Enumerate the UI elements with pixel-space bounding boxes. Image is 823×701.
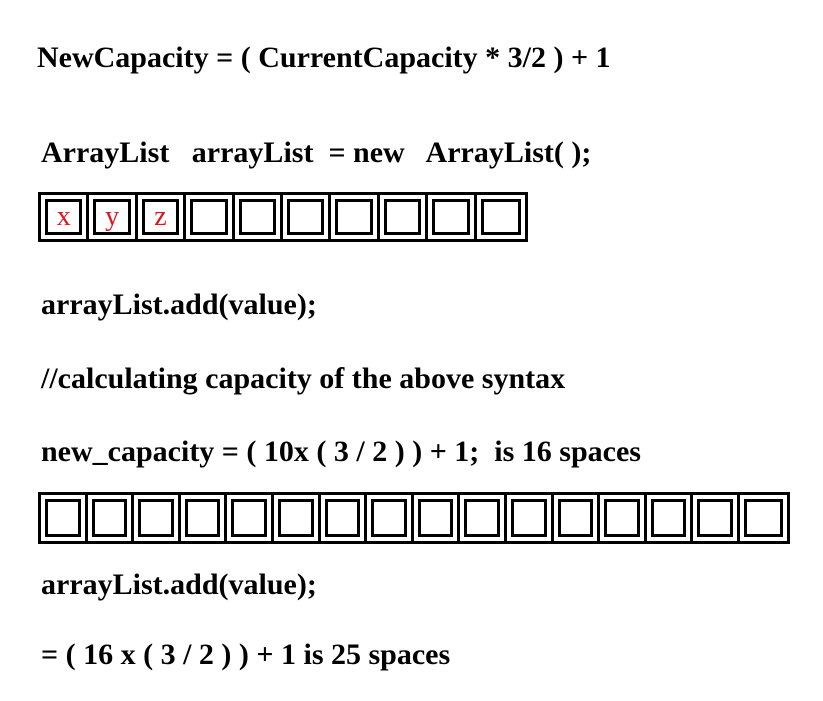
array-cell-value: [604, 499, 640, 537]
array-cell: [41, 495, 88, 541]
add-call-first: arrayList.add(value);: [41, 288, 317, 321]
array-cell: [428, 195, 477, 239]
array-cell-value: z: [141, 199, 180, 235]
array-cell-value: [432, 199, 470, 235]
array-cell-value: [510, 499, 547, 537]
array-cell-value: [138, 499, 174, 537]
calculation-comment: //calculating capacity of the above synt…: [41, 362, 566, 395]
array-cell: [186, 195, 235, 239]
array-cell-value: [464, 499, 500, 537]
array-cell: x: [41, 195, 90, 239]
array-cell-value: [417, 499, 454, 537]
array-cell-value: [480, 199, 521, 235]
array-cell-value: [650, 499, 687, 537]
array-cell-value: [91, 499, 128, 537]
array-cell-value: [557, 499, 594, 537]
array-cell: [507, 495, 554, 541]
array-cell-value: [184, 499, 221, 537]
add-call-second: arrayList.add(value);: [41, 568, 317, 601]
array-cell: z: [138, 195, 187, 239]
array-cell-value: [335, 199, 373, 235]
array-cell: [321, 495, 368, 541]
array-cell: [181, 495, 228, 541]
array-cell: [554, 495, 601, 541]
array-cell-value: [238, 199, 276, 235]
array-cell: [693, 495, 740, 541]
array-cell: [235, 195, 283, 239]
array-cell: [740, 495, 787, 541]
capacity-formula: NewCapacity = ( CurrentCapacity * 3/2 ) …: [37, 41, 611, 74]
array-cell: [274, 495, 321, 541]
array-cell-value: [45, 499, 81, 537]
array-cell: [600, 495, 647, 541]
array-cell-value: [190, 199, 228, 235]
array-cell: [331, 195, 380, 239]
array-cell-value: x: [45, 199, 83, 235]
array-cell-value: [324, 499, 361, 537]
array-cell-value: y: [93, 199, 131, 235]
array-cell-value: [371, 499, 407, 537]
array-cell-value: [697, 499, 733, 537]
arraylist-declaration: ArrayList arrayList = new ArrayList( );: [41, 136, 592, 169]
array-cell-value: [277, 499, 314, 537]
array-cell-value: [231, 499, 267, 537]
array-cell-value: [743, 499, 783, 537]
array-cell-value: [383, 199, 422, 235]
array-cell: [477, 195, 525, 239]
array-cell: [367, 495, 414, 541]
array-cell: [647, 495, 694, 541]
array-cell: [460, 495, 507, 541]
array-cell: [88, 495, 135, 541]
array-cell: [227, 495, 274, 541]
array-cell: [380, 195, 429, 239]
array-cell: [283, 195, 332, 239]
expanded-array-diagram: [38, 492, 790, 544]
array-cell: y: [89, 195, 138, 239]
capacity-calculation: new_capacity = ( 10x ( 3 / 2 ) ) + 1; is…: [41, 435, 641, 468]
array-cell-value: [286, 199, 325, 235]
array-cell: [414, 495, 461, 541]
capacity-result: = ( 16 x ( 3 / 2 ) ) + 1 is 25 spaces: [41, 638, 451, 671]
array-cell: [134, 495, 181, 541]
